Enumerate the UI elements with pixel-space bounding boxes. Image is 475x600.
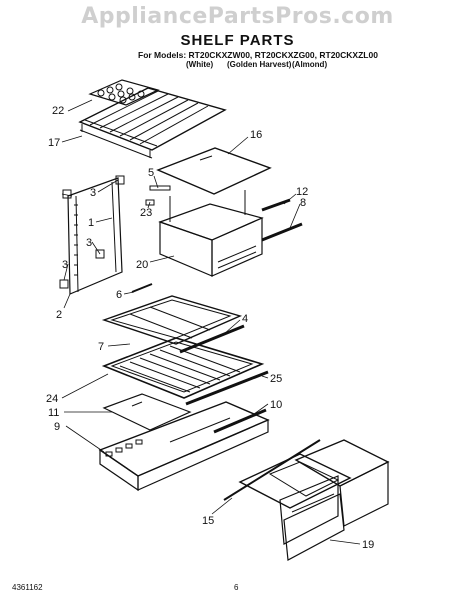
egg-tray-part-22: [88, 79, 160, 106]
finish-almond: (Almond): [292, 60, 328, 69]
page-number: 6: [234, 583, 239, 592]
callout-3-top: 3: [90, 187, 96, 199]
callout-2: 2: [56, 309, 62, 321]
callout-6: 6: [116, 289, 122, 301]
page-title: SHELF PARTS: [180, 32, 295, 49]
watermark: AppliancePartsPros.com: [81, 4, 394, 29]
rail-part-8: [261, 222, 303, 242]
callout-10: 10: [270, 399, 282, 411]
callout-5: 5: [148, 167, 154, 179]
crisper-pans-part-19: [238, 439, 390, 561]
finish-golden-harvest: (Golden Harvest): [227, 60, 292, 69]
trim-part-4: [179, 324, 245, 354]
callout-11: 11: [48, 407, 59, 419]
rod-part-15: [223, 439, 321, 501]
trim-part-25: [185, 370, 269, 406]
callout-23: 23: [140, 207, 152, 219]
crisper-drawer-part-20: [158, 190, 264, 277]
callout-1: 1: [88, 217, 94, 229]
rail-part-12: [261, 198, 291, 212]
callout-12: 12: [296, 186, 308, 198]
callout-3-left: 3: [62, 259, 68, 271]
glass-shelf-part-24: [101, 337, 265, 399]
pin-part-6: [131, 283, 153, 293]
callout-9: 9: [54, 421, 60, 433]
shelf-frame-part-7: [101, 295, 243, 345]
slide-part-5: [149, 185, 171, 191]
callout-7: 7: [98, 341, 104, 353]
callout-19: 19: [362, 539, 374, 551]
callout-4: 4: [242, 313, 248, 325]
callout-25: 25: [270, 373, 282, 385]
leader-lines: [61, 99, 361, 545]
callout-20: 20: [136, 259, 148, 271]
shelf-support-rail-part-1: [59, 175, 125, 295]
document-part-number: 4361162: [12, 583, 43, 592]
finish-white: (White): [186, 60, 214, 69]
callout-17: 17: [48, 137, 60, 149]
glass-cover-part-16: [156, 147, 272, 195]
slide-part-23: [145, 199, 155, 206]
wire-shelf-part-17: [78, 87, 227, 159]
callout-24: 24: [46, 393, 58, 405]
model-list: For Models: RT20CKXZW00, RT20CKXZG00, RT…: [138, 50, 378, 60]
callout-8: 8: [300, 197, 306, 209]
callout-16: 16: [250, 129, 262, 141]
cross-bar-part-10: [213, 408, 267, 434]
crisper-frame-part-9: [98, 401, 270, 492]
callout-15: 15: [202, 515, 214, 527]
callout-22: 22: [52, 105, 64, 117]
callout-3-mid: 3: [86, 237, 92, 249]
glass-panel-part-11: [102, 393, 192, 431]
